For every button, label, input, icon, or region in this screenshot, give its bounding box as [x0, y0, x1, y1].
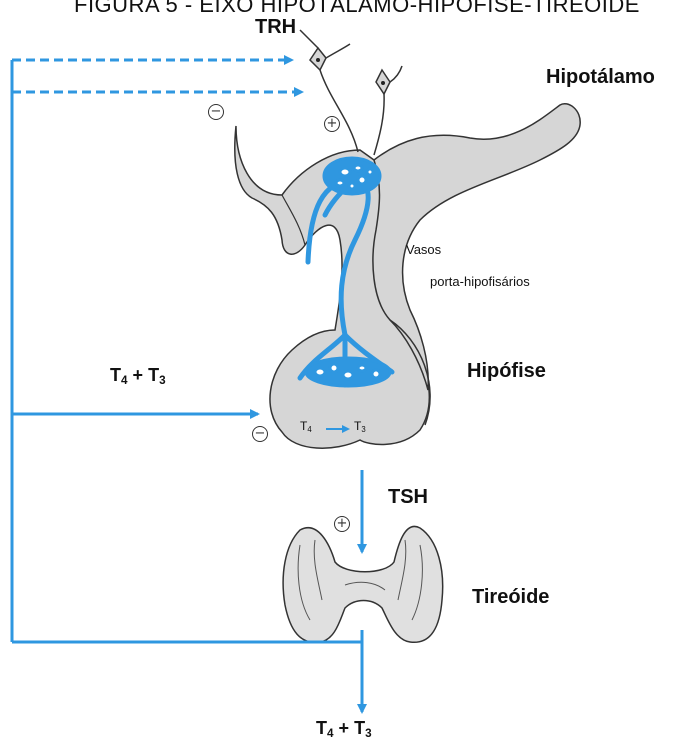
tireoide-label: Tireóide: [472, 586, 549, 609]
t3-conversion-label: T3: [354, 419, 366, 434]
inhibit-sign-hypothalamus: −: [208, 104, 224, 120]
vasos-label: Vasos: [406, 242, 441, 257]
stimulate-sign-tsh: +: [334, 516, 350, 532]
capillary-plexus-bottom: [306, 358, 390, 386]
t4-conversion-label: T4: [300, 419, 312, 434]
hipotalamo-label: Hipotálamo: [546, 66, 655, 89]
trh-neurons: [300, 30, 402, 155]
t4-plus-t3-left: T4 + T3: [110, 365, 166, 387]
tsh-label: TSH: [388, 486, 428, 509]
porta-label: porta-hipofisários: [430, 274, 530, 289]
trh-label: TRH: [255, 16, 296, 39]
inhibit-sign-pituitary: −: [252, 426, 268, 442]
t4-plus-t3-bottom: T4 + T3: [316, 718, 372, 740]
capillary-plexus-top: [324, 158, 380, 194]
hipofise-label: Hipófise: [467, 360, 546, 383]
stimulate-sign-trh: +: [324, 116, 340, 132]
